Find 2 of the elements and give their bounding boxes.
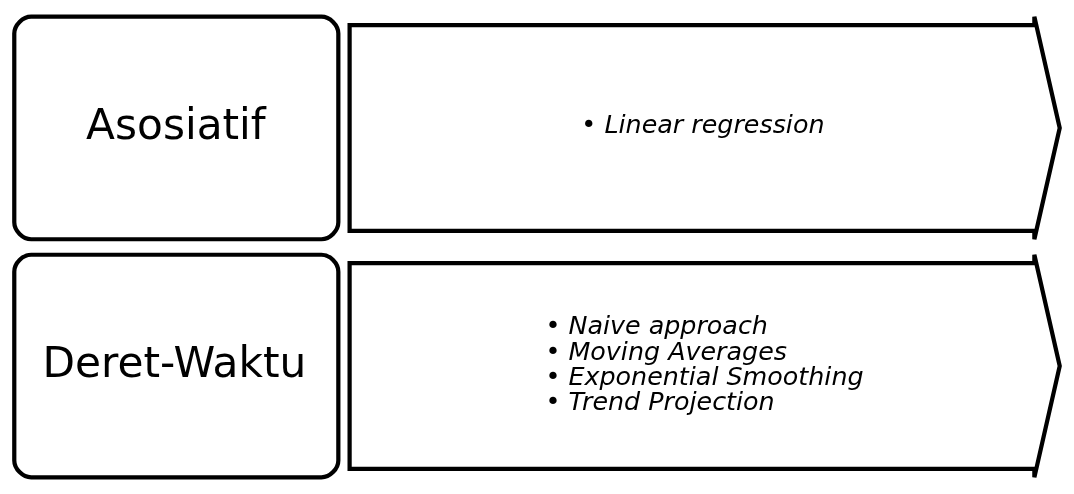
node-box: Asosiatif [12,14,341,242]
node-box: Deret-Waktu [12,252,341,480]
